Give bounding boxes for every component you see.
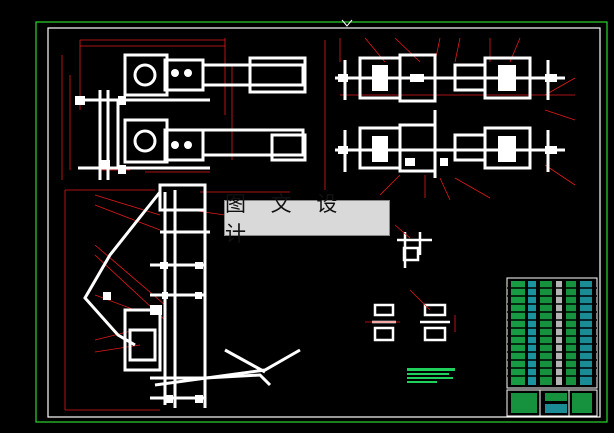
shaft-section-views [324, 37, 576, 201]
gripper-arm-view [64, 183, 301, 411]
part-detail-b [372, 303, 450, 342]
watermark-label: 图 文 设 计 [224, 192, 390, 246]
gearbox-assembly-view [61, 38, 307, 180]
outer-frame [35, 21, 608, 423]
inner-frame [47, 27, 601, 418]
parts-list-table [506, 277, 598, 389]
technical-notes [407, 368, 455, 383]
part-detail-a [397, 232, 432, 268]
title-block [506, 389, 598, 417]
top-center-mark [341, 19, 353, 27]
